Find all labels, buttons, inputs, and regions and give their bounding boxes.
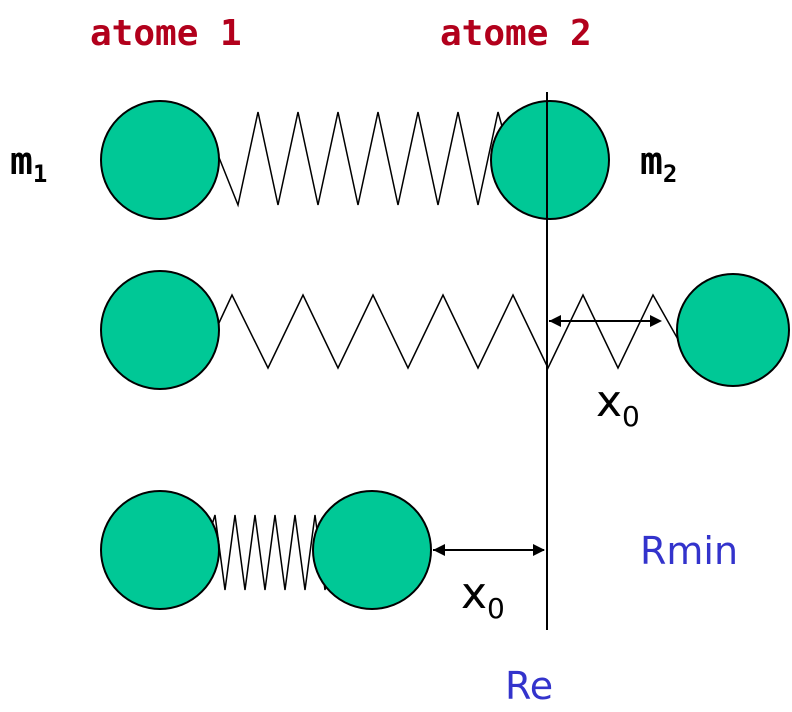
atom-1-row1 [100,100,220,220]
displacement-arrow-compress [433,544,545,556]
atom-1-row2 [100,270,220,390]
re-label: Re [505,664,554,708]
x0-stretch-label: x0 [596,380,640,431]
spring-compressed [204,514,334,591]
x0-compress-label: x0 [461,572,505,623]
x0-compress-symbol: x [461,568,488,619]
x0-compress-subscript: 0 [487,592,505,625]
atom-2-title: atome 2 [440,13,592,54]
mass-1-symbol: m [10,139,33,183]
atom-1-title: atome 1 [90,13,242,54]
mass-1-label: m1 [10,142,47,186]
spring-equilibrium [217,111,511,208]
rmin-label: Rmin [640,529,739,573]
x0-stretch-symbol: x [596,376,623,427]
atom-2-row2 [676,273,790,387]
mass-2-subscript: 2 [662,160,678,188]
atom-2-row3 [312,490,432,610]
x0-stretch-subscript: 0 [622,400,640,433]
mass-1-subscript: 1 [32,160,48,188]
mass-2-symbol: m [640,139,663,183]
atom-1-row3 [100,490,220,610]
mass-2-label: m2 [640,142,677,186]
displacement-arrow-stretch [549,315,662,327]
spring-stretched [217,293,685,370]
atom-2-row1 [490,100,610,220]
